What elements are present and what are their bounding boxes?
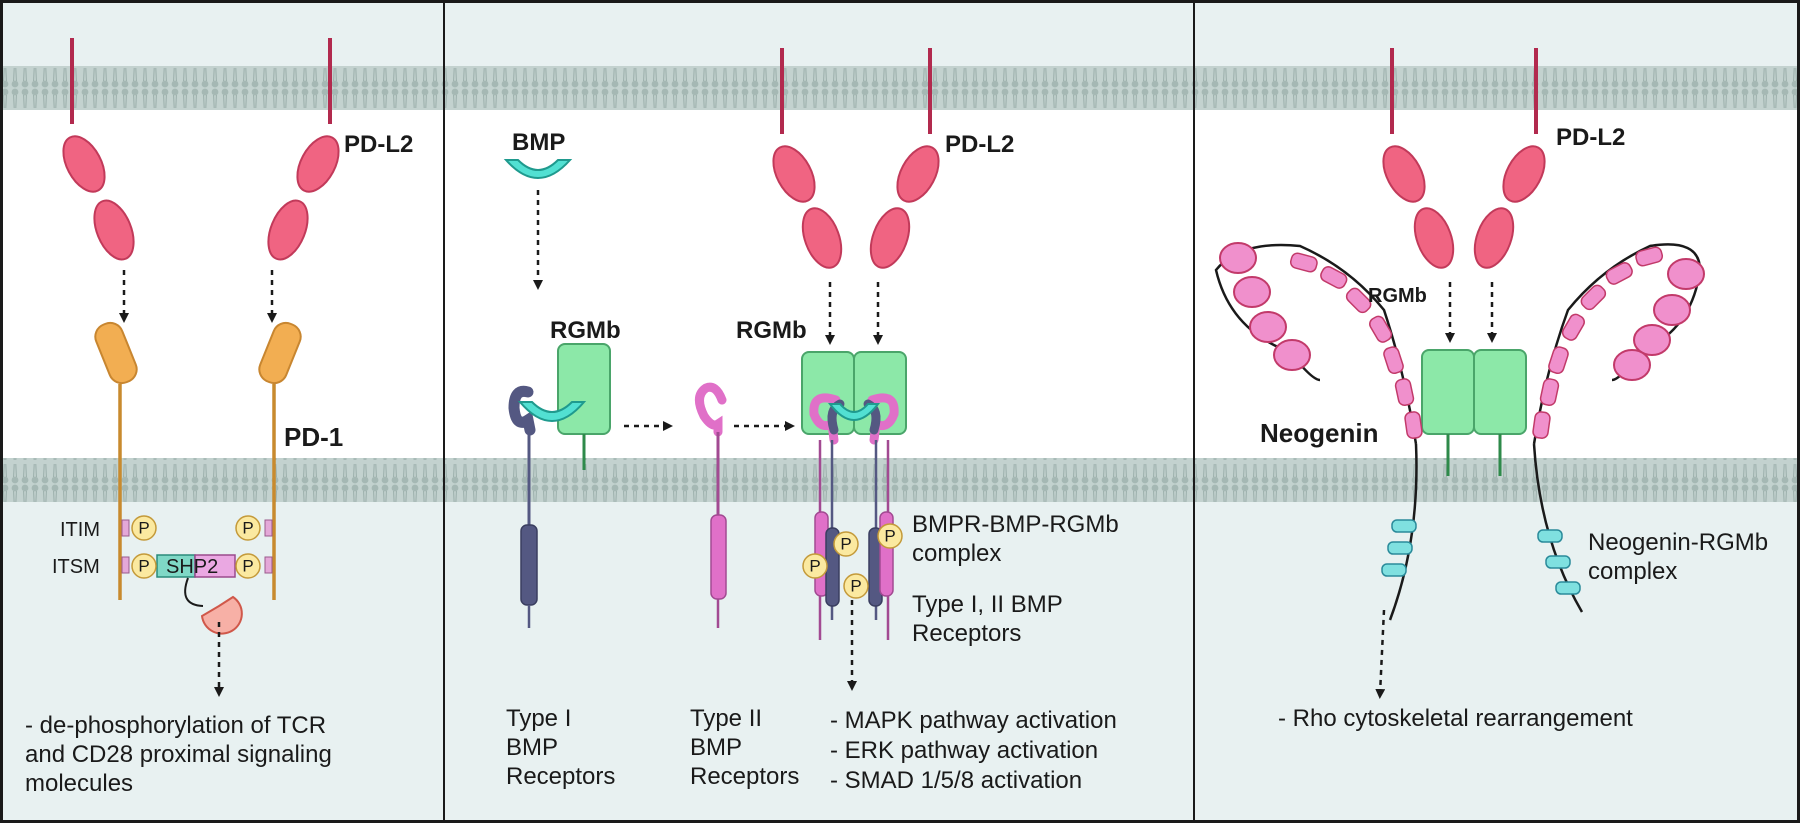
phospho-label: P xyxy=(809,557,820,576)
type1-label: BMP xyxy=(506,734,558,761)
itim-motif xyxy=(121,519,130,537)
phospho-circle xyxy=(877,523,903,549)
type1-bmp-receptor xyxy=(508,385,587,628)
phospho-circle xyxy=(131,553,157,579)
pd-1-receptor xyxy=(258,321,302,600)
outcome-text: and CD28 proximal signaling xyxy=(25,741,332,768)
shp2-label: SHP2 xyxy=(166,556,218,578)
neogenin-receptor xyxy=(1532,243,1705,613)
phospho-circle xyxy=(833,531,859,557)
phospho-circle xyxy=(131,515,157,541)
shp2-phosphatase: SHP2 xyxy=(156,554,243,635)
rgmb-label: RGMb xyxy=(1368,285,1427,307)
outcome-text: - de-phosphorylation of TCR xyxy=(25,712,326,739)
phospho-circle xyxy=(235,515,261,541)
phospho-label: P xyxy=(840,535,851,554)
pd-l2-label: PD-L2 xyxy=(945,131,1014,158)
bmp-label: BMP xyxy=(512,129,565,156)
type2-label: Receptors xyxy=(690,763,799,790)
phospho-circle xyxy=(802,553,828,579)
pd-l2-protein xyxy=(772,48,843,269)
itim-label: ITIM xyxy=(60,519,100,541)
phospho-label: P xyxy=(884,527,895,546)
panel-neogenin: PD-L2 RGMb Neogenin Neogenin-RGMb comple… xyxy=(1214,48,1768,732)
pd-l2-protein xyxy=(869,48,940,269)
cell-membrane-bottom xyxy=(0,458,1800,502)
phospho-label: P xyxy=(242,557,253,576)
itim-motif xyxy=(264,519,273,537)
itsm-motif xyxy=(264,556,273,574)
pd-l2-protein xyxy=(1382,48,1455,269)
complex-label: complex xyxy=(912,540,1001,567)
outcome-text: - ERK pathway activation xyxy=(830,737,1098,764)
panel-bmp: P P P P BMP RGMb RGMb PD-L2 BMPR-BMP-RGM… xyxy=(503,48,1119,794)
phospho-group: P P P P xyxy=(802,523,903,599)
bmp-ligand xyxy=(503,159,573,179)
neogenin-label: Neogenin xyxy=(1260,418,1378,448)
outcome-text: molecules xyxy=(25,770,133,797)
panel-pd1: ITIM ITSM SHP2 P P P P PD-L2 PD-1 - de-p… xyxy=(25,38,413,797)
rgmb-label: RGMb xyxy=(550,317,621,344)
phospho-group: P P P P xyxy=(131,515,261,579)
pd-l2-label: PD-L2 xyxy=(344,131,413,158)
type2-label: BMP xyxy=(690,734,742,761)
rgmb-dimer xyxy=(1421,349,1527,476)
phospho-circle xyxy=(843,573,869,599)
complex-label: BMPR-BMP-RGMb xyxy=(912,511,1119,538)
outcome-text: - MAPK pathway activation xyxy=(830,707,1117,734)
type2-bmp-receptor xyxy=(695,382,727,628)
outcome-text: - Rho cytoskeletal rearrangement xyxy=(1278,705,1633,732)
neogenin-receptor xyxy=(1214,242,1423,621)
pd-l2-label: PD-L2 xyxy=(1556,124,1625,151)
pd-1-receptor xyxy=(94,321,138,600)
phospho-circle xyxy=(235,553,261,579)
phospho-label: P xyxy=(242,519,253,538)
pd-1-label: PD-1 xyxy=(284,422,343,452)
itsm-motif xyxy=(121,556,130,574)
phospho-label: P xyxy=(138,519,149,538)
type1-label: Receptors xyxy=(506,763,615,790)
rgmb-label: RGMb xyxy=(736,317,807,344)
signal-arrow xyxy=(1375,609,1386,699)
pd-l2-protein xyxy=(62,38,135,261)
pd-l2-protein xyxy=(1473,48,1546,269)
receptors-label: Receptors xyxy=(912,620,1021,647)
phospho-label: P xyxy=(850,577,861,596)
outcome-text: - SMAD 1/5/8 activation xyxy=(830,767,1082,794)
complex-label: complex xyxy=(1588,558,1677,585)
pd-l2-protein xyxy=(267,38,340,261)
itsm-label: ITSM xyxy=(52,556,100,578)
phospho-label: P xyxy=(138,557,149,576)
extracellular-top-band xyxy=(0,0,1800,66)
complex-label: Neogenin-RGMb xyxy=(1588,529,1768,556)
cell-membrane-top xyxy=(0,66,1800,110)
receptors-label: Type I, II BMP xyxy=(912,591,1063,618)
intracellular-space xyxy=(0,502,1800,823)
type1-label: Type I xyxy=(506,705,571,732)
type2-label: Type II xyxy=(690,705,762,732)
